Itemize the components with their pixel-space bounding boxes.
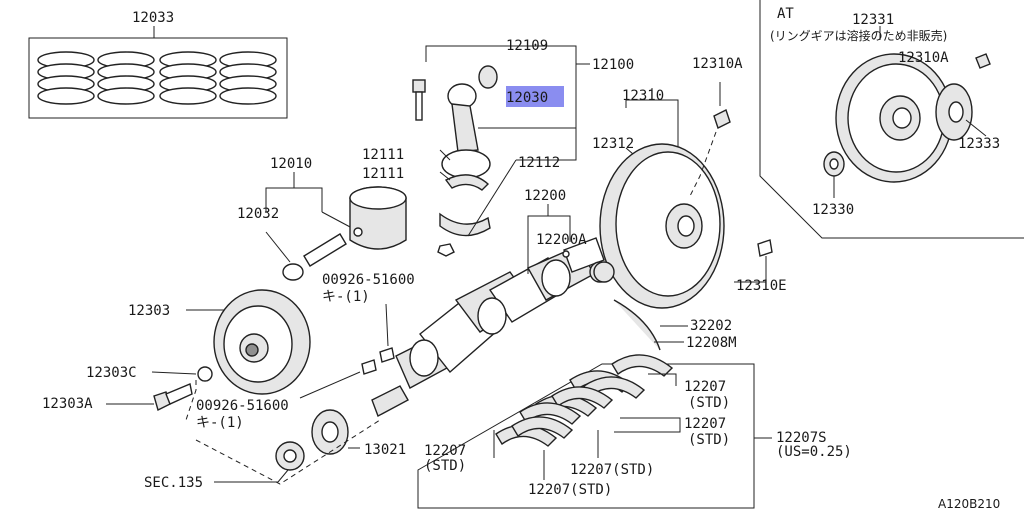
label-12100[interactable]: 12100 (592, 57, 634, 73)
label-12111-upper[interactable]: 12111 (362, 147, 404, 163)
pulley-bolt[interactable] (153, 383, 193, 412)
at-section (759, 0, 1024, 239)
at-note: (リングギアは溶接のため非販売) (770, 28, 947, 43)
label-12033[interactable]: 12033 (132, 10, 174, 26)
at-title: AT (777, 6, 794, 22)
pilot-bearing[interactable] (593, 261, 615, 283)
at-spacer[interactable] (823, 151, 845, 177)
woodruff-keys (299, 303, 395, 399)
at-reinforcement-plate[interactable] (935, 83, 973, 141)
crank-pulley-group (106, 289, 311, 421)
flywheel-group (593, 82, 773, 351)
label-12207-c-sub[interactable]: (STD) (424, 458, 466, 474)
label-12330[interactable]: 12330 (812, 202, 854, 218)
piston-ring-set-3 (159, 51, 217, 105)
label-12200[interactable]: 12200 (524, 188, 566, 204)
label-12303[interactable]: 12303 (128, 303, 170, 319)
connecting-rod-group (412, 45, 590, 257)
piston-rings-box[interactable] (28, 26, 288, 119)
label-12109[interactable]: 12109 (506, 38, 548, 54)
label-12331[interactable]: 12331 (852, 12, 894, 28)
flywheel[interactable] (599, 143, 725, 309)
label-key-upper-txt[interactable]: キ-(1) (322, 289, 370, 305)
label-12010[interactable]: 12010 (270, 156, 312, 172)
pulley-washer[interactable] (197, 366, 213, 382)
piston[interactable] (349, 186, 407, 250)
piston-snap-ring[interactable] (282, 263, 304, 281)
rod-bushing[interactable] (478, 65, 498, 89)
label-12310A-top[interactable]: 12310A (692, 56, 743, 72)
crankshaft[interactable] (371, 237, 611, 417)
at-bolt[interactable] (975, 53, 991, 69)
label-32202[interactable]: 32202 (690, 318, 732, 334)
label-12112[interactable]: 12112 (518, 155, 560, 171)
label-12208M[interactable]: 12208M (686, 335, 737, 351)
at-drive-plate[interactable] (835, 53, 953, 183)
rod-bearing-upper[interactable] (444, 174, 490, 191)
woodruff-key-upper[interactable] (379, 347, 395, 363)
label-12207-d[interactable]: 12207(STD) (570, 462, 654, 478)
reference-code: A120B210 (938, 497, 1000, 511)
rod-bolt[interactable] (412, 79, 426, 121)
label-12310A-at[interactable]: 12310A (898, 50, 949, 66)
label-12303C[interactable]: 12303C (86, 365, 137, 381)
label-key-upper-num[interactable]: 00926-51600 (322, 272, 415, 288)
main-bearing-box (417, 354, 772, 509)
label-sec135[interactable]: SEC.135 (144, 475, 203, 491)
main-bearing-row-lower[interactable] (495, 416, 574, 447)
flywheel-bolt[interactable] (713, 82, 731, 129)
label-12207-c[interactable]: 12207 (424, 443, 466, 459)
label-12207S-sub[interactable]: (US=0.25) (776, 444, 852, 460)
piston-pin[interactable] (303, 233, 347, 267)
label-12207-b[interactable]: 12207 (684, 416, 726, 432)
woodruff-key-lower[interactable] (361, 359, 377, 375)
flywheel-dowel[interactable] (757, 239, 773, 257)
label-12310E[interactable]: 12310E (736, 278, 787, 294)
label-12333[interactable]: 12333 (958, 136, 1000, 152)
piston-ring-set-2 (97, 51, 155, 105)
highlight-12030 (506, 86, 564, 107)
main-bearing-row-upper[interactable] (569, 354, 674, 399)
piston-group (265, 172, 407, 281)
label-12207S[interactable]: 12207S (776, 430, 827, 446)
label-13021[interactable]: 13021 (364, 442, 406, 458)
label-12207-a[interactable]: 12207 (684, 379, 726, 395)
label-12207-b-sub[interactable]: (STD) (688, 432, 730, 448)
rod-bearing-lower[interactable] (439, 212, 491, 237)
seal-plate[interactable] (613, 299, 661, 351)
label-12030[interactable]: 12030 (506, 90, 548, 106)
label-12200A[interactable]: 12200A (536, 232, 587, 248)
label-12207-a-sub[interactable]: (STD) (688, 395, 730, 411)
rod-nut[interactable] (437, 243, 455, 257)
piston-ring-set-4 (219, 51, 277, 105)
label-12111-lower[interactable]: 12111 (362, 166, 404, 182)
connecting-rod[interactable] (441, 83, 491, 179)
crank-sprocket-group (195, 409, 381, 485)
piston-ring-set-1 (37, 51, 95, 105)
crank-pulley[interactable] (213, 289, 311, 395)
label-12207-e[interactable]: 12207(STD) (528, 482, 612, 498)
label-key-lower-num[interactable]: 00926-51600 (196, 398, 289, 414)
label-key-lower-txt[interactable]: キ-(1) (196, 415, 244, 431)
crank-sprocket[interactable] (311, 409, 349, 455)
label-12312[interactable]: 12312 (592, 136, 634, 152)
label-12310[interactable]: 12310 (622, 88, 664, 104)
main-bearing-row-middle[interactable] (519, 386, 614, 425)
label-12032[interactable]: 12032 (237, 206, 279, 222)
timing-belt-sprocket[interactable] (275, 441, 305, 471)
crank-bracket (527, 204, 571, 274)
label-12303A[interactable]: 12303A (42, 396, 93, 412)
